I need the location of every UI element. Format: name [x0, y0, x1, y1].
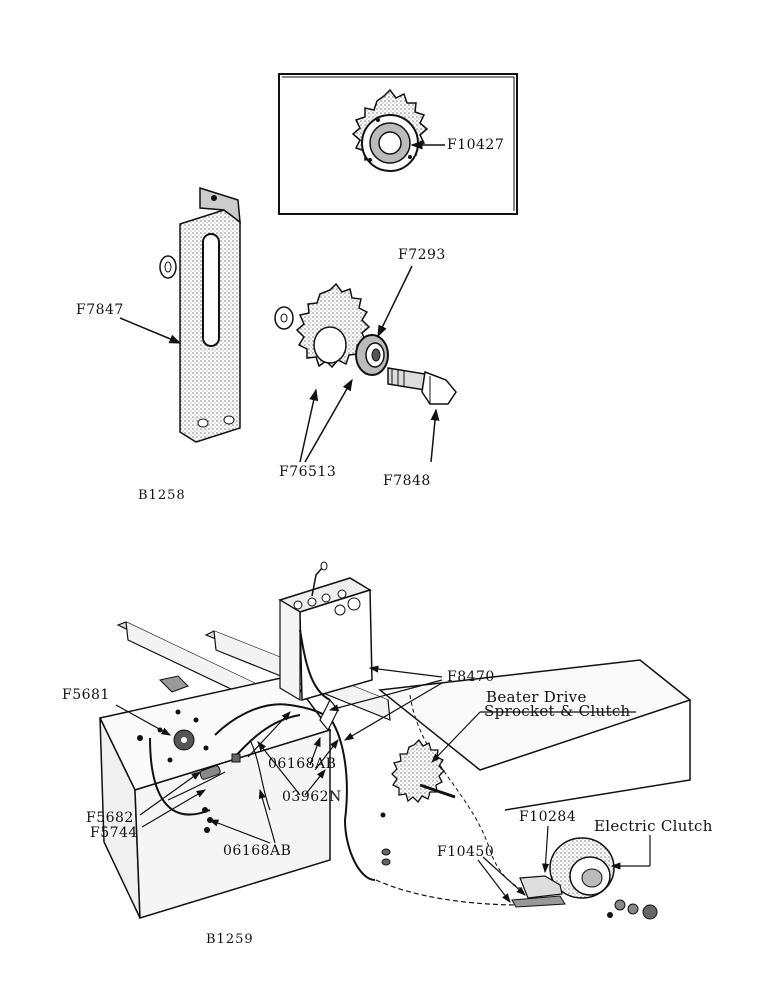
washer-left — [159, 255, 177, 279]
leader-f7848 — [430, 408, 440, 463]
label-f5682: F5682 — [86, 810, 134, 826]
right-block — [378, 659, 692, 901]
label-f7847: F7847 — [76, 302, 124, 318]
leader-f76513-a — [299, 388, 319, 463]
bracket-plate — [179, 186, 241, 443]
label-03962n: 03962N — [282, 789, 342, 805]
inset-sprocket — [351, 88, 429, 172]
figure-id-b1258: B1258 — [138, 488, 186, 503]
switch-assembly — [137, 675, 209, 763]
label-06168ab-upper: 06168AB — [268, 756, 337, 772]
leader-f7293 — [377, 265, 413, 338]
bearing — [355, 334, 389, 376]
sprocket — [295, 282, 371, 369]
label-f5744: F5744 — [90, 825, 138, 841]
inset-box — [278, 73, 518, 215]
bottom-leaders — [115, 665, 651, 903]
label-f76513: F76513 — [279, 464, 337, 480]
label-beater-drive: Beater Drive — [486, 688, 587, 706]
label-f7293: F7293 — [398, 247, 446, 263]
label-sprocket-clutch: Sprocket & Clutch — [484, 702, 631, 720]
control-box — [278, 561, 373, 702]
small-parts — [199, 753, 391, 866]
washer-right — [274, 306, 294, 330]
electric-clutch — [511, 837, 658, 920]
label-electric-clutch: Electric Clutch — [594, 817, 713, 835]
label-f5681: F5681 — [62, 687, 110, 703]
leader-f7847 — [119, 317, 182, 344]
label-f10427: F10427 — [447, 137, 505, 153]
label-06168ab-lower: 06168AB — [223, 843, 292, 859]
label-f10284: F10284 — [519, 809, 577, 825]
label-f8470: F8470 — [447, 669, 495, 685]
label-f10450: F10450 — [437, 844, 495, 860]
bolt — [387, 367, 457, 405]
beater-sprocket — [391, 738, 456, 804]
leader-f76513-b — [304, 378, 353, 463]
label-f7848: F7848 — [383, 473, 431, 489]
figure-id-b1259: B1259 — [206, 932, 254, 947]
